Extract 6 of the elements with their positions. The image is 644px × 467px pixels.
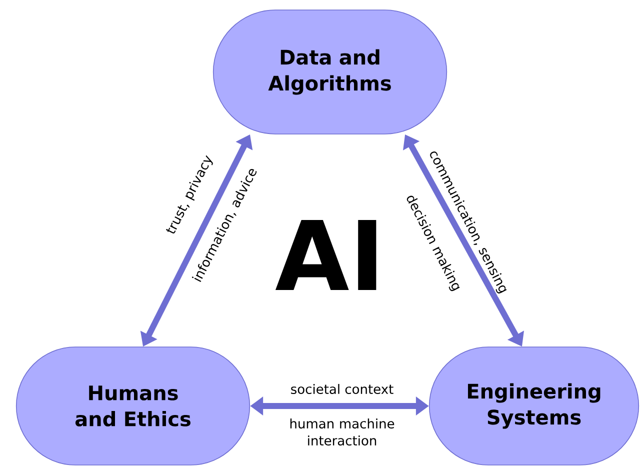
rounded-box: Engineering Systems bbox=[428, 346, 640, 466]
rounded-box: Humans and Ethics bbox=[16, 346, 250, 466]
ai-label: AI bbox=[275, 220, 376, 290]
edge-label: societal context bbox=[291, 384, 394, 394]
rounded-box: Data and Algorithms bbox=[212, 10, 448, 134]
side-label: human machine interaction bbox=[290, 418, 394, 446]
